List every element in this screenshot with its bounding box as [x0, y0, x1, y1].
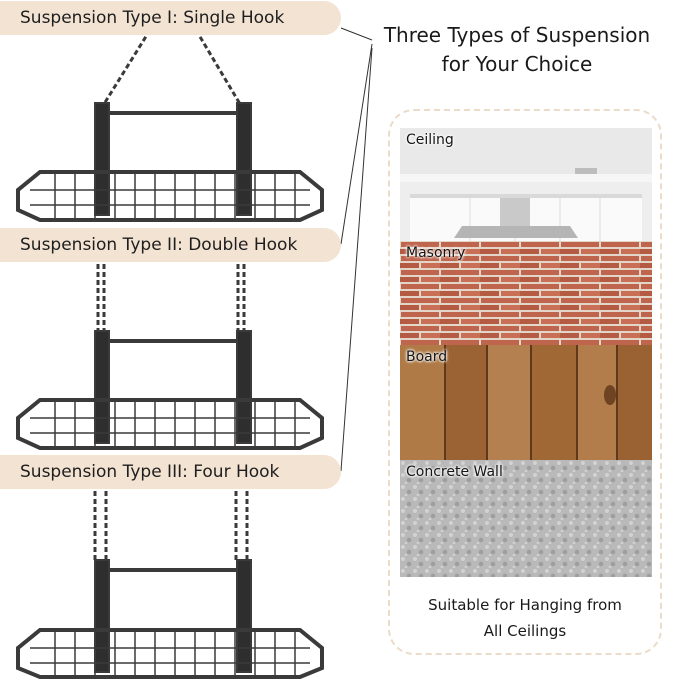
caption-line-2: All Ceilings	[483, 622, 567, 640]
caption-line-1: Suitable for Hanging from	[428, 596, 622, 614]
kitchen-image	[400, 128, 652, 241]
heading-line-2: for Your Choice	[441, 52, 593, 76]
surface-masonry: Masonry	[400, 241, 652, 345]
ceiling-types-panel	[388, 109, 662, 655]
concrete-wall-image	[400, 460, 652, 577]
surface-label-concrete: Concrete Wall	[406, 464, 503, 480]
surface-label-board: Board	[406, 349, 448, 365]
pot-rack-single-hook	[16, 29, 324, 222]
surface-concrete: Concrete Wall	[400, 460, 652, 577]
surface-label-masonry: Masonry	[406, 245, 466, 261]
pot-rack-double-hook	[16, 264, 324, 450]
surface-board: Board	[400, 345, 652, 460]
brick-wall-image	[400, 241, 652, 345]
surface-ceiling: Ceiling	[400, 128, 652, 241]
wood-board-image	[400, 345, 652, 460]
suspension-type-2-label: Suspension Type II: Double Hook	[0, 228, 341, 262]
heading-line-1: Three Types of Suspension	[383, 23, 651, 47]
pot-rack-four-hook	[16, 491, 324, 679]
suspension-type-1-label: Suspension Type I: Single Hook	[0, 1, 341, 35]
surface-label-ceiling: Ceiling	[406, 132, 454, 148]
suspension-type-3-label: Suspension Type III: Four Hook	[0, 455, 341, 489]
